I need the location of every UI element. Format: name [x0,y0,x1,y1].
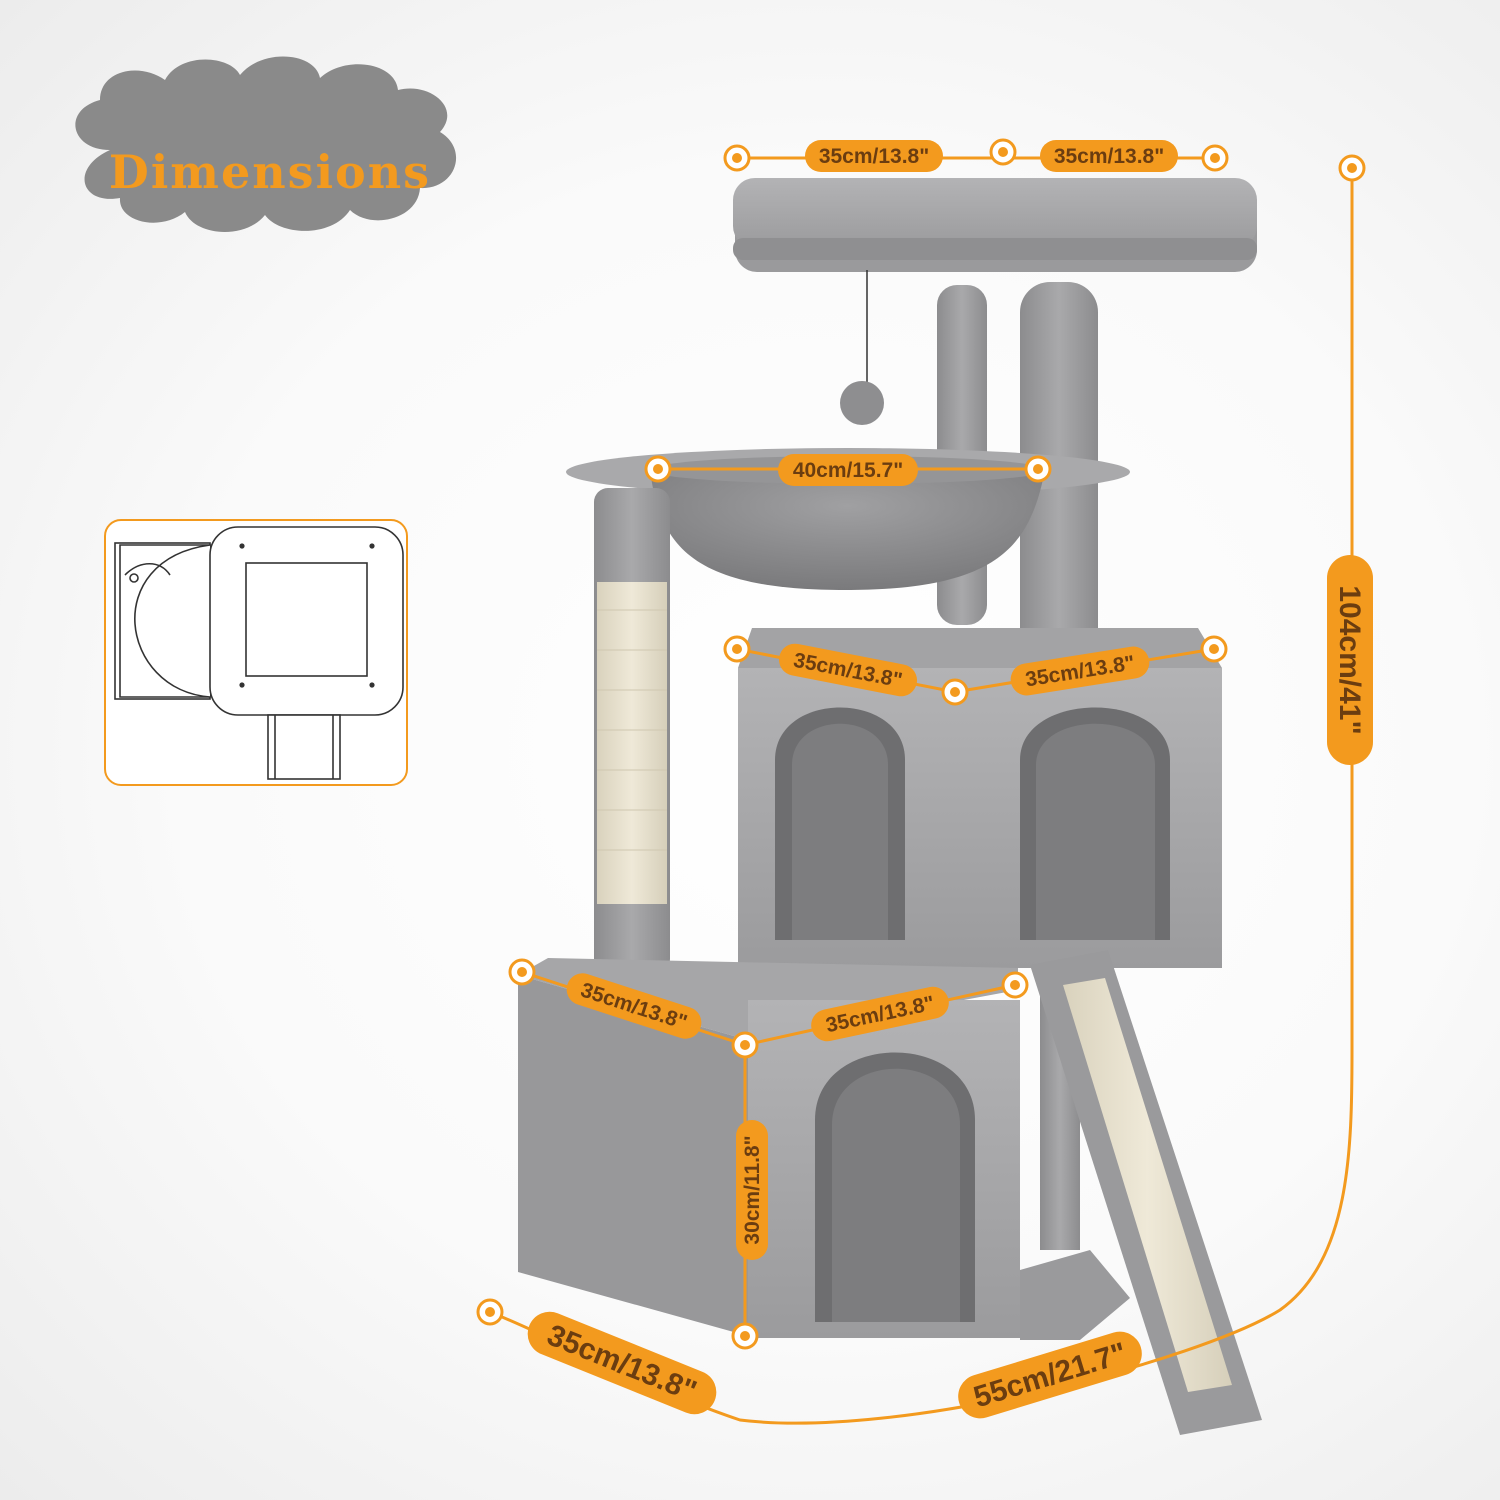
dimension-endpoints [476,138,1366,1350]
ball-toy-icon [840,381,884,425]
sisal-post [594,488,670,973]
top-perch [733,178,1257,272]
label-lower-condo-height: 30cm/11.8" [736,1120,768,1260]
cat-tree-illustration [518,178,1262,1435]
svg-text:30cm/11.8": 30cm/11.8" [741,1135,764,1244]
cloud-badge-icon [75,56,457,232]
svg-text:40cm/15.7": 40cm/15.7" [793,459,903,482]
svg-text:104cm/41": 104cm/41" [1333,585,1366,734]
top-view-diagram [104,519,408,786]
label-top-perch-left: 35cm/13.8" [805,140,943,172]
page-title: Dimensions [109,145,431,199]
lower-condo [518,958,1020,1338]
svg-text:35cm/13.8": 35cm/13.8" [819,145,929,168]
svg-text:55cm/21.7": 55cm/21.7" [970,1337,1130,1415]
title-badge: Dimensions [75,56,457,232]
scratch-ramp [1030,950,1262,1435]
label-top-perch-right: 35cm/13.8" [1040,140,1178,172]
dimension-endpoint-icon [723,144,751,172]
label-total-height: 104cm/41" [1327,555,1373,765]
label-base-depth: 35cm/13.8" [527,1311,717,1415]
label-base-width: 55cm/21.7" [958,1331,1142,1419]
top-view-diagram-icon [114,526,404,780]
dimension-labels: 35cm/13.8" 35cm/13.8" 40cm/15.7" 35cm/13… [527,140,1373,1419]
svg-text:35cm/13.8": 35cm/13.8" [1054,145,1164,168]
label-basket-width: 40cm/15.7" [778,454,918,486]
